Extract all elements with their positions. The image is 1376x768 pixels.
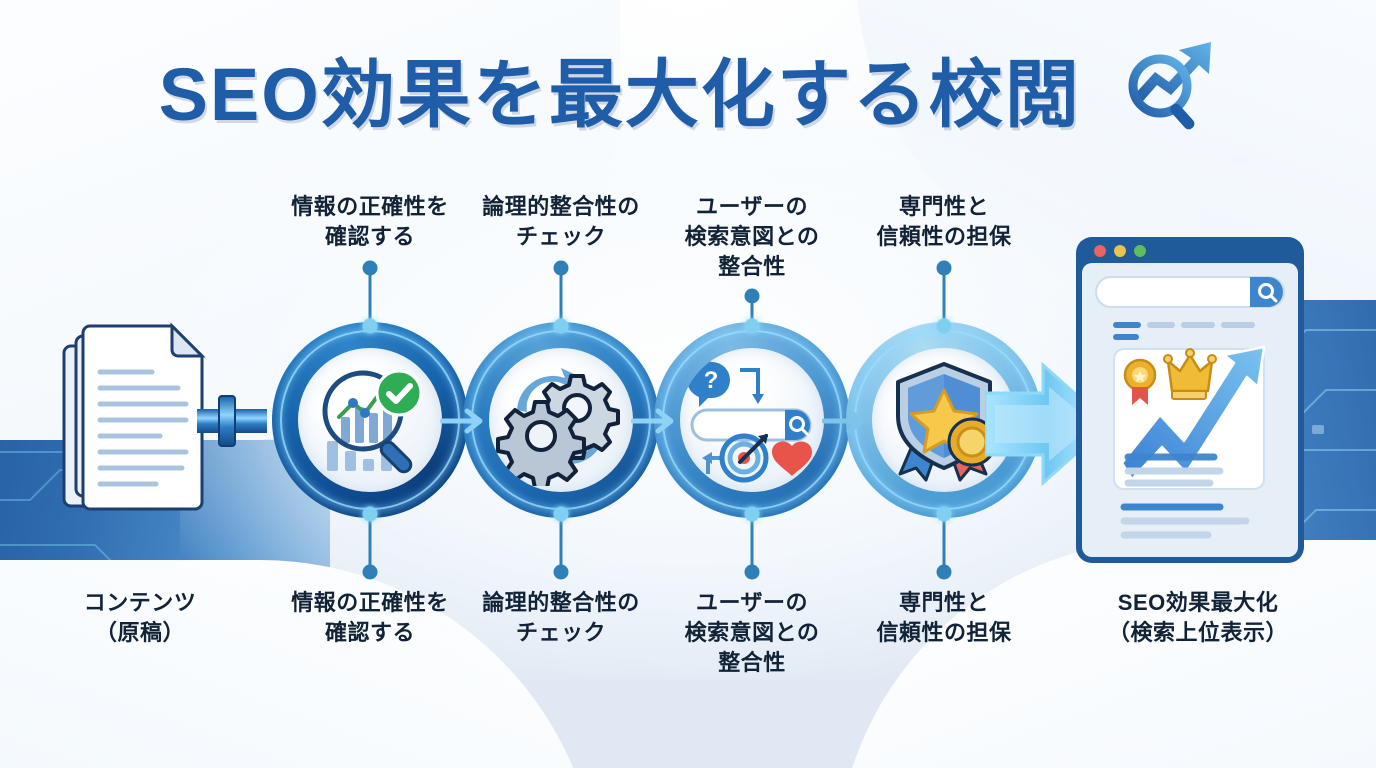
step-bottom-label-2: 論理的整合性の チェック	[482, 590, 640, 645]
stem-bottom-2	[559, 514, 563, 572]
ring-dot-top-4	[936, 318, 952, 334]
gears-cycle-icon	[489, 348, 633, 492]
stem-dot-bottom-3	[744, 564, 760, 580]
stem-dot-top-4	[936, 260, 952, 276]
end-label: SEO効果最大化 （検索上位表示）	[1107, 590, 1288, 645]
stem-dot-bottom-1	[362, 564, 378, 580]
stem-bottom-1	[368, 514, 372, 572]
stem-dot-top-1	[362, 260, 378, 276]
magnifier-barchart-check-icon	[298, 348, 442, 492]
browser-ranking-growth-icon	[1074, 235, 1306, 565]
stem-bottom-3	[750, 514, 754, 572]
search-intent-target-heart-icon: ?	[680, 348, 824, 492]
gold-medal-icon	[1123, 358, 1157, 405]
svg-text:?: ?	[704, 367, 719, 394]
step-bottom-label-3: ユーザーの 検索意図との 整合性	[684, 590, 820, 675]
right-arrow-icon-3	[821, 404, 874, 438]
page-title: SEO効果を最大化する校閲	[0, 34, 1376, 143]
step-top-label-2: 論理的整合性の チェック	[482, 194, 640, 249]
ring-dot-bottom-4	[936, 506, 952, 522]
stem-top-4	[942, 268, 946, 328]
step-top-label-4: 専門性と 信頼性の担保	[876, 194, 1012, 249]
stem-top-2	[559, 268, 563, 328]
step-node-1[interactable]	[272, 322, 468, 518]
rising-arrow-icon	[1120, 345, 1266, 481]
step-bottom-label-1: 情報の正確性を 確認する	[291, 590, 449, 645]
stem-dot-bottom-4	[936, 564, 952, 580]
ring-dot-top-1	[362, 318, 378, 334]
magnifier-trend-icon	[1119, 38, 1217, 147]
stem-top-3	[750, 296, 754, 328]
search-bar-icon	[690, 408, 812, 442]
ring-dot-top-2	[553, 318, 569, 334]
stacked-documents-icon	[60, 310, 220, 530]
start-label: コンテンツ （原稿）	[83, 590, 197, 645]
step-top-label-1: 情報の正確性を 確認する	[291, 194, 449, 249]
stem-dot-top-2	[553, 260, 569, 276]
crown-icon	[1163, 348, 1217, 400]
ring-dot-bottom-2	[553, 506, 569, 522]
stem-dot-top-3	[744, 288, 760, 304]
step-top-label-3: ユーザーの 検索意図との 整合性	[684, 194, 820, 279]
step-bottom-label-4: 専門性と 信頼性の担保	[876, 590, 1012, 645]
right-arrow-icon-1	[439, 404, 492, 438]
stem-top-1	[368, 268, 372, 328]
ring-dot-top-3	[744, 318, 760, 334]
ring-dot-bottom-1	[362, 506, 378, 522]
traffic-lights	[1094, 245, 1146, 257]
pipe-connector	[197, 388, 267, 454]
stem-bottom-4	[942, 514, 946, 572]
step-node-3[interactable]: ?	[654, 322, 850, 518]
ring-dot-bottom-3	[744, 506, 760, 522]
right-arrow-icon-2	[630, 404, 683, 438]
target-arrow-icon	[719, 433, 769, 483]
question-bubble-icon: ?	[686, 360, 730, 407]
stem-dot-bottom-2	[553, 564, 569, 580]
step-node-4[interactable]	[846, 322, 1042, 518]
step-node-2[interactable]	[463, 322, 659, 518]
shield-star-medal-icon	[872, 348, 1016, 492]
page-title-text: SEO効果を最大化する校閲	[158, 53, 1081, 136]
